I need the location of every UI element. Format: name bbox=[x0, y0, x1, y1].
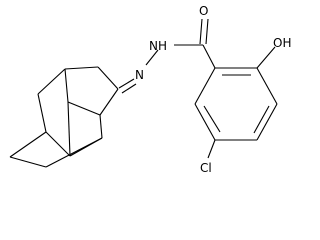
bond bbox=[194, 103, 216, 141]
bond bbox=[9, 156, 47, 168]
benzene-ring bbox=[194, 67, 278, 141]
bond bbox=[37, 93, 47, 133]
bond bbox=[67, 101, 101, 116]
chlorine-label: Cl bbox=[200, 161, 212, 175]
double-bond bbox=[199, 18, 203, 45]
carbonyl-oxygen-label: O bbox=[199, 4, 208, 18]
bond bbox=[9, 131, 47, 158]
bond bbox=[37, 68, 66, 95]
adamantane-cage bbox=[9, 66, 119, 168]
bond bbox=[256, 67, 278, 105]
double-bond bbox=[205, 18, 209, 45]
molecule-diagram: O NH N OH Cl bbox=[9, 4, 291, 175]
bond bbox=[97, 66, 119, 90]
amide-group bbox=[174, 18, 216, 69]
bond bbox=[67, 101, 71, 157]
double-bond bbox=[121, 83, 137, 94]
bond bbox=[145, 49, 159, 66]
bond bbox=[99, 88, 119, 116]
double-bond bbox=[118, 78, 135, 89]
bond bbox=[194, 67, 216, 105]
bond bbox=[64, 66, 99, 70]
hydrazone-linker bbox=[118, 49, 159, 94]
nh-label: NH bbox=[149, 39, 167, 53]
aromatic-bond bbox=[203, 105, 221, 133]
hydroxyl-label: OH bbox=[273, 36, 291, 50]
bond bbox=[45, 131, 71, 157]
bond bbox=[45, 137, 103, 168]
bond bbox=[99, 114, 103, 139]
bond bbox=[256, 46, 276, 69]
imine-nitrogen-label: N bbox=[135, 68, 144, 82]
bond bbox=[64, 68, 69, 103]
bond bbox=[256, 103, 278, 141]
bond bbox=[202, 44, 216, 69]
bond bbox=[207, 139, 216, 159]
aromatic-bond bbox=[253, 105, 270, 134]
